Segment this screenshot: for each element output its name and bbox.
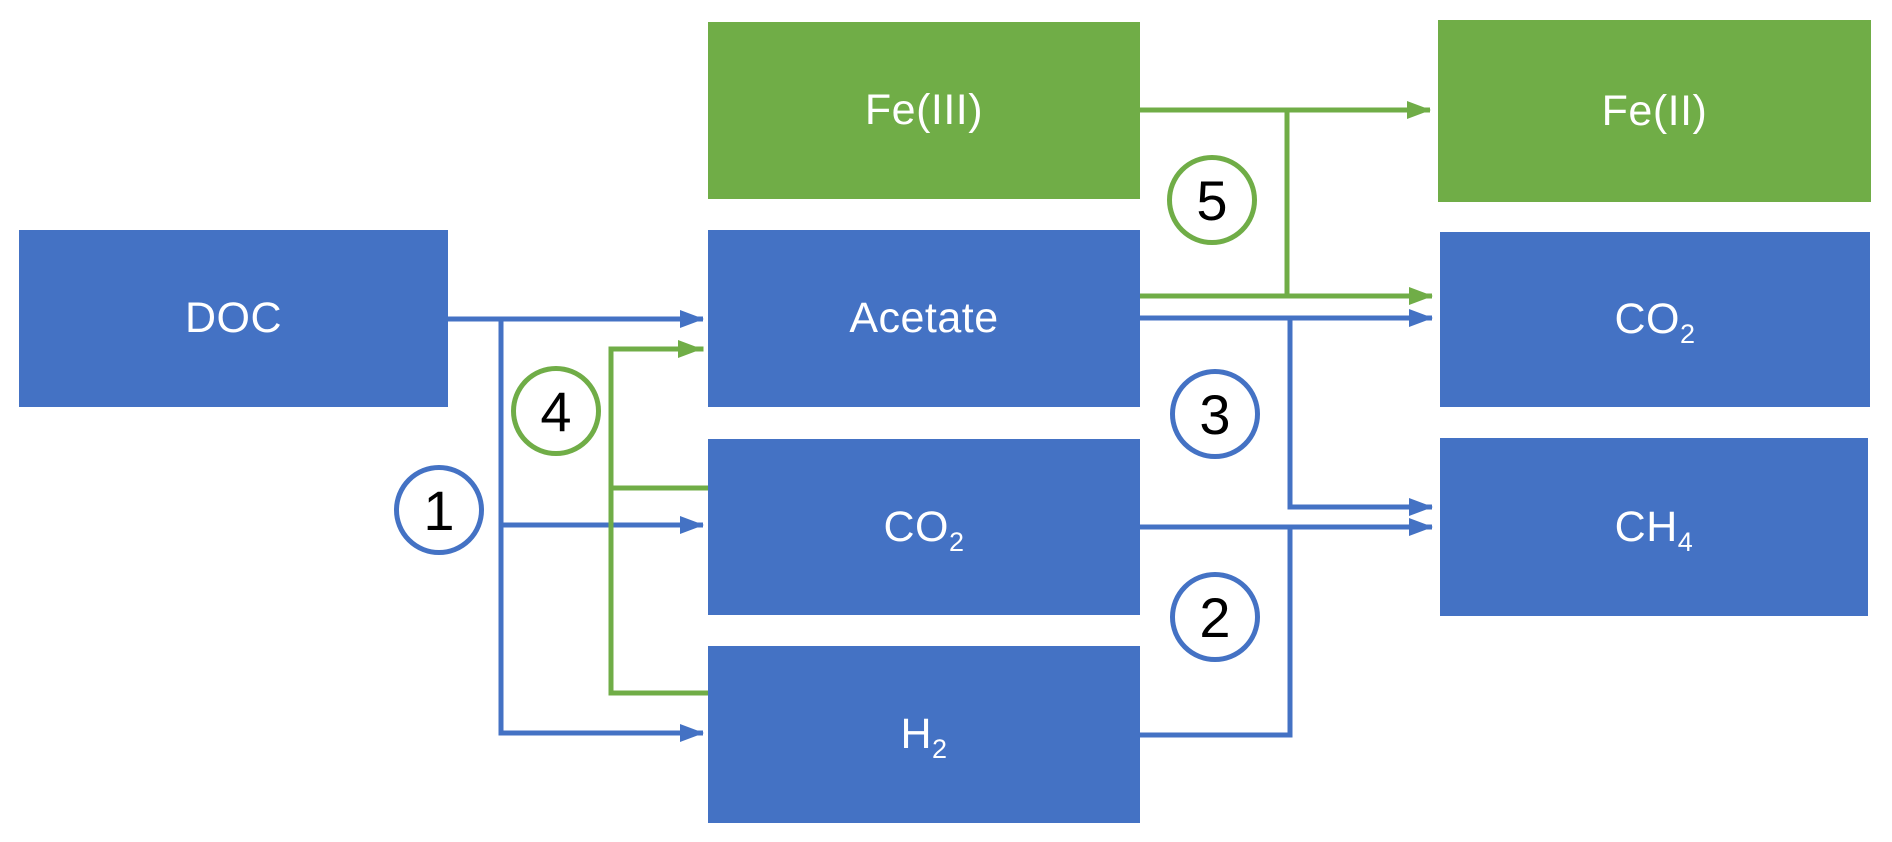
box-doc: DOC [19,230,448,407]
box-ch4-label: CH [1614,502,1678,551]
arrow-acetate-to-ch4 [1287,318,1433,516]
process-circle-4-number: 4 [540,379,572,443]
box-h2-label: H [900,710,933,758]
box-co2-mid-label: CO [883,502,949,551]
process-circle-2-number: 2 [1199,585,1231,649]
box-co2-right-sub: 2 [1679,319,1696,349]
box-doc-label: DOC [184,294,283,342]
box-co2-right-label: CO [1614,295,1680,343]
box-fe3: Fe(III) [708,22,1140,199]
process-circle-5: 5 [1167,155,1257,245]
box-fe2: Fe(II) [1438,20,1871,202]
box-acetate-label: Acetate [849,294,999,342]
process-circle-2: 2 [1170,572,1260,662]
box-h2-sub: 2 [932,734,948,764]
box-acetate: Acetate [708,230,1140,407]
process-circle-3-number: 3 [1199,382,1231,446]
process-circle-5-number: 5 [1196,168,1228,232]
arrow-doc-to-h2 [498,319,704,742]
process-circle-3: 3 [1170,369,1260,459]
box-ch4-sub: 4 [1677,526,1694,557]
process-circle-4: 4 [511,366,601,456]
arrow-h2-to-acetate [608,340,711,696]
process-circle-1-number: 1 [423,478,455,542]
box-fe2-label: Fe(II) [1601,86,1708,135]
process-circle-1: 1 [394,465,484,555]
box-fe3-label: Fe(III) [864,86,984,134]
line-h2-to-ch4-branch [1137,524,1293,738]
box-co2-mid-sub: 2 [948,526,965,557]
